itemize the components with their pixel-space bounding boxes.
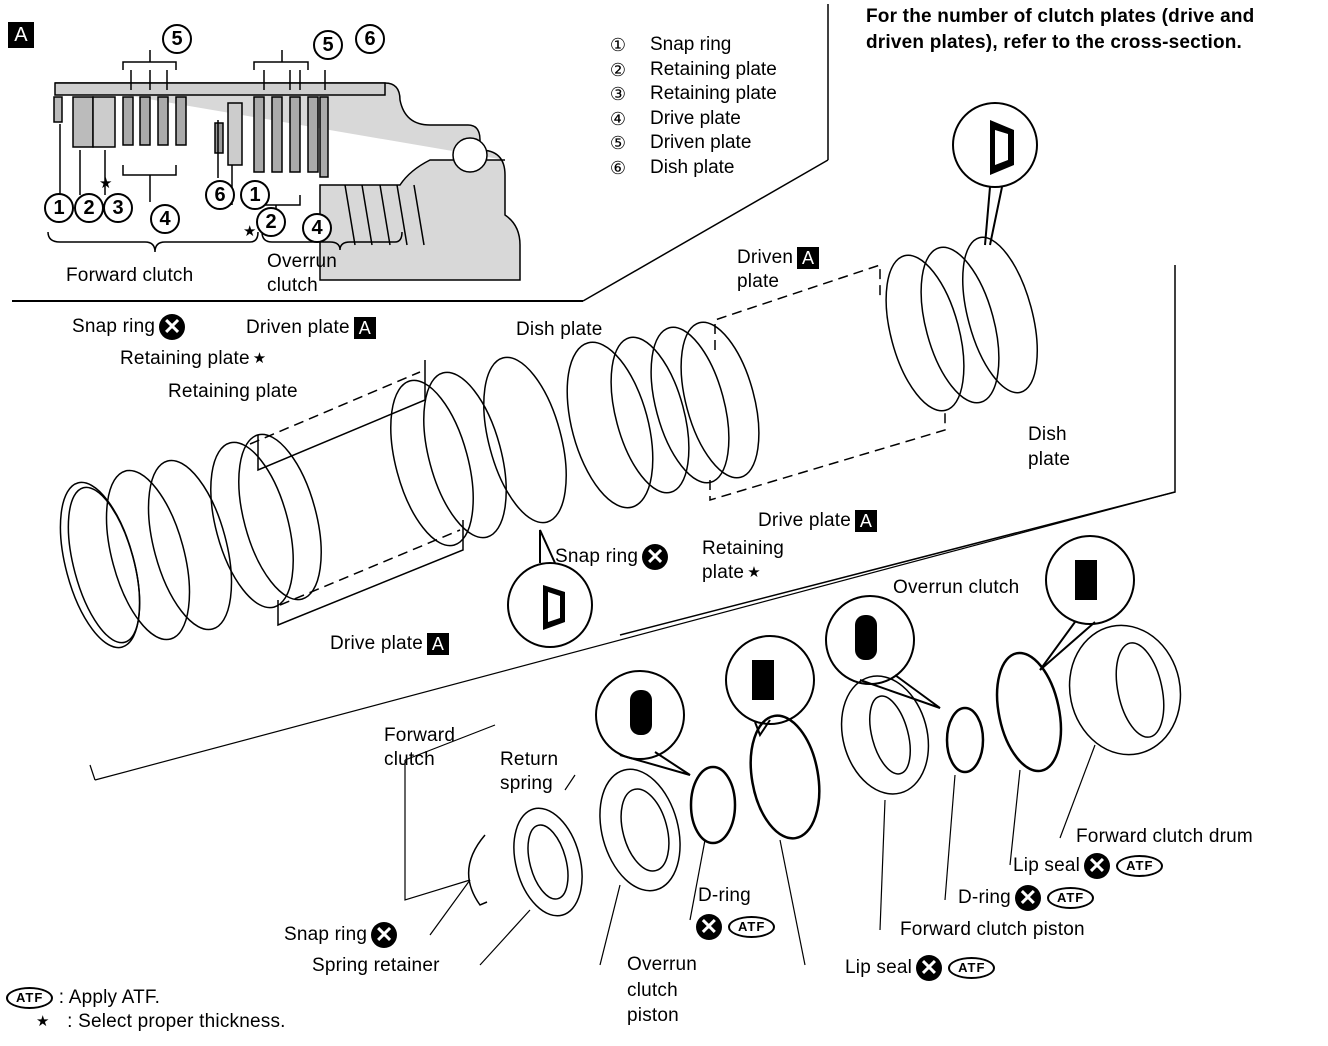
atf-icon: ATF xyxy=(728,916,776,938)
ref-a-icon: A xyxy=(427,632,450,655)
overrun-piston-shape xyxy=(599,768,681,892)
atf-icon: ATF xyxy=(1116,855,1164,877)
piston-group-bodies xyxy=(468,624,1182,917)
ref-a-icon: A xyxy=(353,316,376,339)
legend-row-atf: ATF : Apply ATF. xyxy=(6,986,286,1010)
label-return-spring-line2: spring xyxy=(500,773,553,794)
cs-callout-fwd-6: 6 xyxy=(205,180,235,210)
piston-group-parts xyxy=(689,651,1063,845)
cs-callout-ovr-1: 1 xyxy=(240,180,270,210)
star-icon: ★ xyxy=(747,564,761,581)
label-ovr-dish-plate-line1: Dish xyxy=(1028,424,1067,445)
forward-clutch-bracket xyxy=(94,491,1176,781)
label-ovr-driven-plate-line2: plate xyxy=(737,271,780,292)
ref-a-icon: A xyxy=(855,509,878,532)
cs-callout-ovr-6: 6 xyxy=(355,24,385,54)
label-lip-seal-1: Lip seal✕ATF xyxy=(845,955,996,981)
cs-callout-ovr-4: 4 xyxy=(302,213,332,243)
forward-clutch-parts xyxy=(59,356,567,649)
detail-bubbles xyxy=(507,102,1135,776)
clutch-plate-note: For the number of clutch plates (drive a… xyxy=(866,6,1255,53)
atf-icon: ATF xyxy=(948,957,996,979)
label-overrun-piston-line3: piston xyxy=(627,1005,679,1026)
cs-callout-fwd-3: 3 xyxy=(103,193,133,223)
leader-lines xyxy=(404,724,1096,966)
x-mark-icon: ✕ xyxy=(159,314,186,340)
x-mark-icon: ✕ xyxy=(371,922,398,948)
atf-icon: ATF xyxy=(1046,887,1095,909)
cs-callout-fwd-1: 1 xyxy=(44,193,74,223)
label-overrun-clutch-group: Overrun clutch xyxy=(893,577,1020,598)
label-fwd-dish-plate: Dish plate xyxy=(516,319,603,340)
forward-piston-shape xyxy=(840,675,930,795)
cs-star-ovr: ★ xyxy=(243,223,257,240)
label-overrun-piston-line2: clutch xyxy=(627,980,678,1001)
retaining-plate-shape xyxy=(105,469,191,641)
panel-divider-diagonal xyxy=(582,159,829,302)
cs-callout-fwd-2: 2 xyxy=(74,193,104,223)
driven-plate-shape xyxy=(390,379,474,547)
spring-retainer-shape xyxy=(513,807,583,917)
forward-drum-shape xyxy=(1068,624,1182,756)
star-icon: ★ xyxy=(252,350,267,367)
cs-group-overrun-line2: clutch xyxy=(267,275,318,296)
cross-section-housing xyxy=(53,82,521,281)
cs-group-forward-clutch: Forward clutch xyxy=(66,265,194,286)
label-forward-drum: Forward clutch drum xyxy=(1076,826,1253,847)
cs-callout-ovr-5: 5 xyxy=(313,30,343,60)
cross-section-leaders xyxy=(47,50,403,253)
label-ovr-retaining-plate-line2: plate★ xyxy=(702,562,761,584)
label-return-spring-line1: Return xyxy=(500,749,559,770)
label-fwd-retaining-plate: Retaining plate xyxy=(168,381,298,402)
label-fwd-retaining-plate-star: Retaining plate★ xyxy=(120,348,267,370)
label-ovr-snap-ring: Snap ring✕ xyxy=(555,544,669,570)
label-forward-clutch-group-line1: Forward xyxy=(384,725,456,746)
snap-ring-shape xyxy=(566,341,654,509)
bubble-glyphs xyxy=(543,120,1097,735)
cs-callout-ovr-2: 2 xyxy=(256,207,286,237)
atf-icon: ATF xyxy=(6,986,54,1009)
x-mark-icon: ✕ xyxy=(642,544,669,570)
x-mark-icon: ✕ xyxy=(1014,885,1041,911)
x-mark-icon: ✕ xyxy=(916,955,943,981)
label-d-ring-1-symbols: ✕ ATF xyxy=(692,914,776,940)
legend-row-star: ★ : Select proper thickness. xyxy=(36,1011,286,1033)
star-icon: ★ xyxy=(36,1013,50,1030)
cs-callout-fwd-4: 4 xyxy=(150,204,180,234)
label-forward-clutch-group-line2: clutch xyxy=(384,749,435,770)
label-piston-snap-ring: Snap ring✕ xyxy=(284,922,398,948)
x-mark-icon: ✕ xyxy=(1084,853,1111,879)
ref-a-icon: A xyxy=(797,246,820,269)
dish-plate-shape xyxy=(962,236,1038,394)
piston-snap-ring-shape xyxy=(468,834,488,906)
cs-star-fwd: ★ xyxy=(99,175,113,192)
label-d-ring-2: D-ring✕ATF xyxy=(958,885,1095,911)
drive-plate-shape xyxy=(210,441,294,609)
label-ovr-retaining-plate-line1: Retaining xyxy=(702,538,785,559)
cs-group-overrun-line1: Overrun xyxy=(267,251,338,272)
legend: ATF : Apply ATF. ★ : Select proper thick… xyxy=(6,986,286,1034)
panel-tag-a: A xyxy=(8,22,34,48)
label-fwd-snap-ring: Snap ring✕ xyxy=(72,314,186,340)
label-overrun-piston-line1: Overrun xyxy=(627,954,698,975)
dish-plate-shape xyxy=(483,356,567,524)
label-spring-retainer: Spring retainer xyxy=(312,955,440,976)
label-lip-seal-2: Lip seal✕ATF xyxy=(1013,853,1164,879)
label-forward-piston: Forward clutch piston xyxy=(900,919,1085,940)
cs-callout-fwd-5: 5 xyxy=(162,24,192,54)
label-ovr-dish-plate-line2: plate xyxy=(1028,449,1071,470)
label-d-ring-1: D-ring xyxy=(698,885,751,906)
x-mark-icon: ✕ xyxy=(696,914,722,940)
